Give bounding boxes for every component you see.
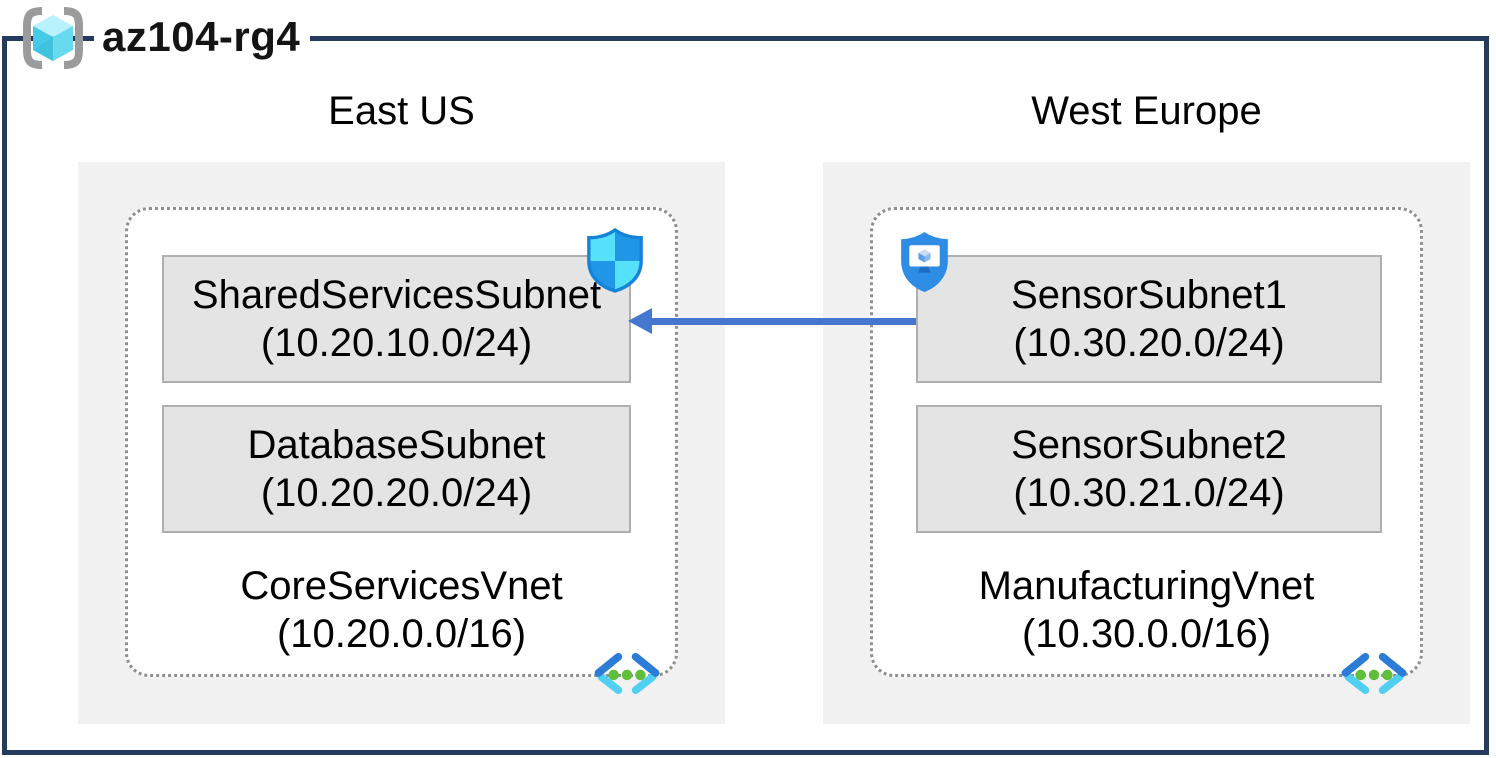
region-label-east-us: East US	[328, 89, 475, 133]
subnet-name: SensorSubnet2	[1011, 423, 1287, 467]
subnet-name: DatabaseSubnet	[247, 423, 546, 467]
resource-group-title: az104-rg4	[94, 14, 311, 60]
virtual-network-icon	[594, 652, 660, 694]
vnet-name: CoreServicesVnet	[240, 564, 563, 608]
subnet-cidr: (10.20.20.0/24)	[260, 471, 533, 515]
region-label-west-europe: West Europe	[1031, 89, 1262, 133]
subnet-database: DatabaseSubnet (10.20.20.0/24)	[162, 405, 631, 533]
resource-group-frame	[2, 36, 1489, 755]
subnet-sharedservices: SharedServicesSubnet (10.20.10.0/24)	[162, 255, 631, 383]
subnet-sensor2: SensorSubnet2 (10.30.21.0/24)	[916, 405, 1382, 533]
vnet-label-coreservices: CoreServicesVnet (10.20.0.0/16)	[125, 562, 678, 658]
vnet-label-manufacturing: ManufacturingVnet (10.30.0.0/16)	[870, 562, 1423, 658]
vnet-cidr: (10.20.0.0/16)	[276, 612, 527, 656]
subnet-cidr: (10.20.10.0/24)	[260, 321, 533, 365]
network-security-group-icon	[587, 227, 643, 293]
peering-arrow-shaft	[650, 318, 916, 325]
virtual-network-icon	[1341, 652, 1407, 694]
subnet-sensor1: SensorSubnet1 (10.30.20.0/24)	[916, 255, 1382, 383]
resource-group-icon	[23, 7, 83, 69]
subnet-cidr: (10.30.20.0/24)	[1013, 321, 1285, 365]
subnet-cidr: (10.30.21.0/24)	[1013, 471, 1285, 515]
subnet-name: SharedServicesSubnet	[191, 273, 602, 317]
vnet-name: ManufacturingVnet	[978, 564, 1315, 608]
peering-arrow-head	[628, 308, 652, 334]
application-security-group-icon	[901, 232, 948, 292]
subnet-name: SensorSubnet1	[1011, 273, 1287, 317]
vnet-cidr: (10.30.0.0/16)	[1021, 612, 1272, 656]
